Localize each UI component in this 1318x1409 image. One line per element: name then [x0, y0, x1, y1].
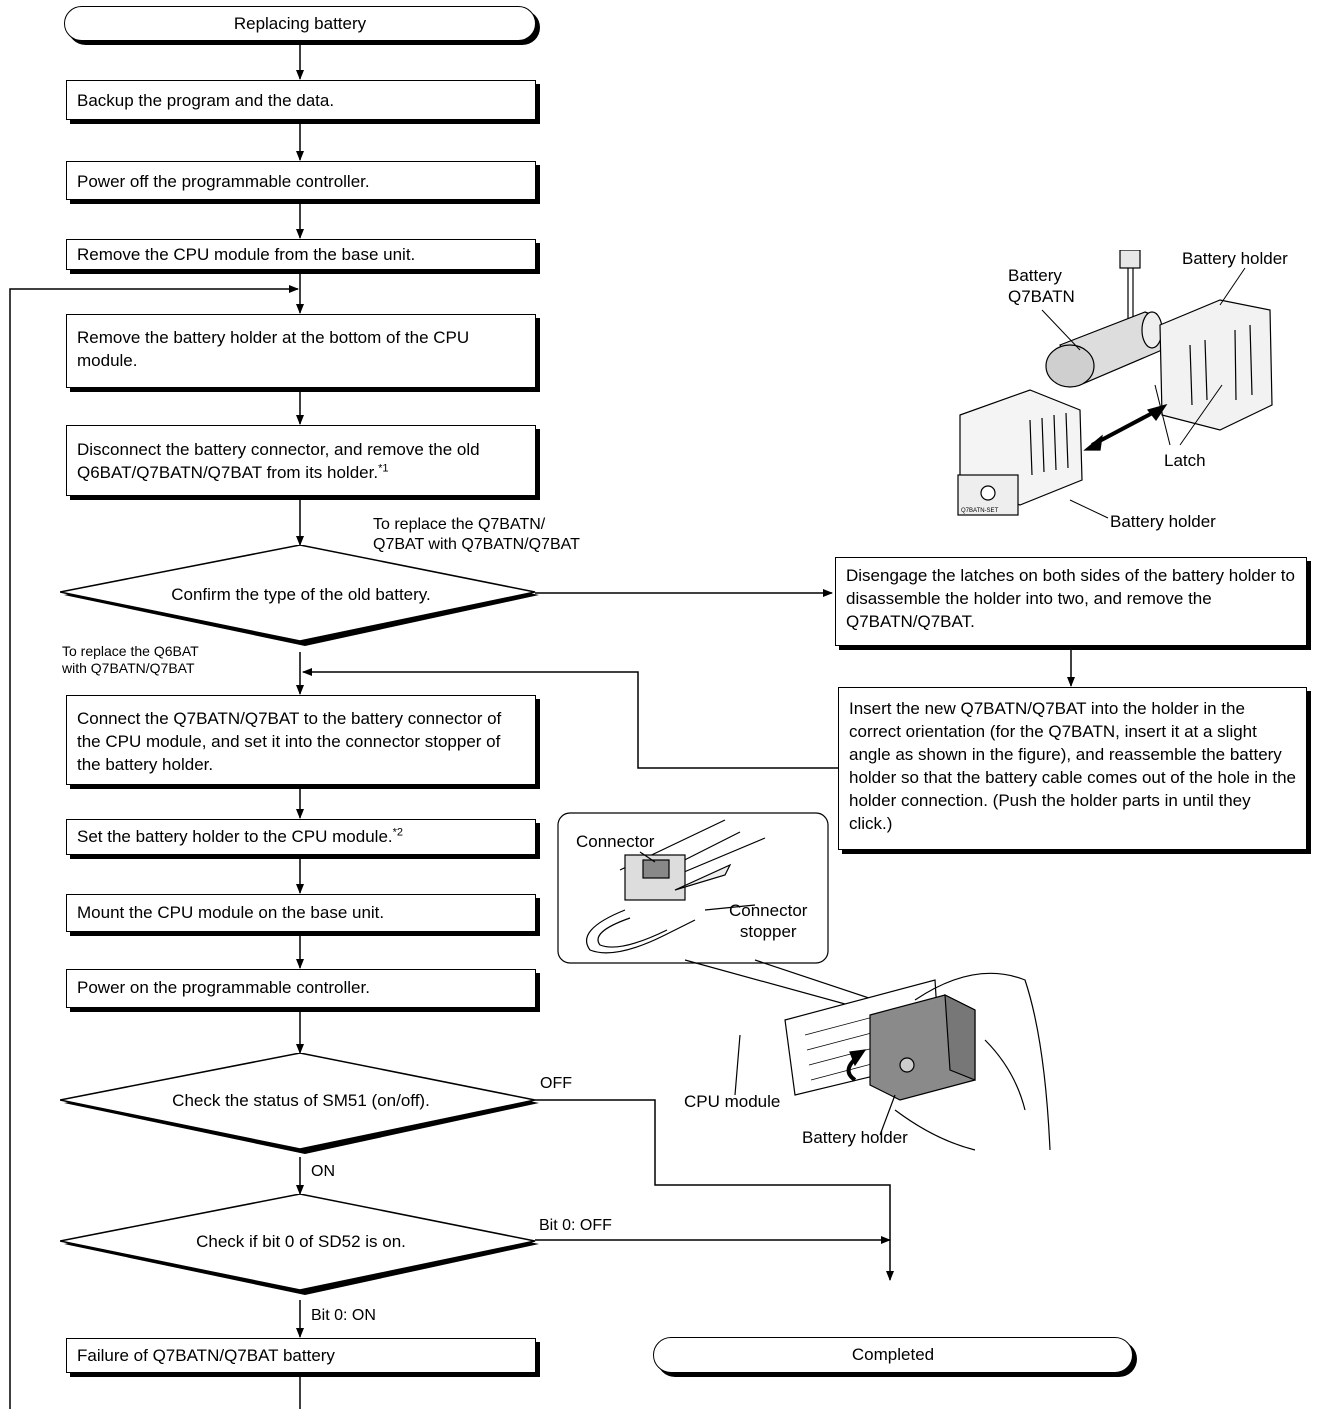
- step-disengage-text: Disengage the latches on both sides of t…: [846, 566, 1295, 631]
- battery-holder-illustration: Q7BATN-SET: [957, 250, 1273, 519]
- end-terminal: Completed: [653, 1337, 1133, 1373]
- step-set-holder-text: Set the battery holder to the CPU module…: [77, 827, 393, 846]
- figure-label-stopper: Connector stopper: [729, 900, 807, 942]
- figure-label-battery: Battery Q7BATN: [1008, 265, 1075, 307]
- step-set-holder: Set the battery holder to the CPU module…: [66, 819, 536, 855]
- step-power-on: Power on the programmable controller.: [66, 969, 536, 1008]
- branch-label-q6-line1: To replace the Q6BAT: [62, 643, 199, 659]
- label-bit-on: Bit 0: ON: [311, 1307, 376, 1324]
- step-power-off: Power off the programmable controller.: [66, 161, 536, 200]
- step-connect: Connect the Q7BATN/Q7BAT to the battery …: [66, 695, 536, 785]
- decision-sm51: [60, 1053, 539, 1154]
- step-mount: Mount the CPU module on the base unit.: [66, 894, 536, 932]
- step-backup: Backup the program and the data.: [66, 80, 536, 120]
- step-mount-text: Mount the CPU module on the base unit.: [77, 903, 385, 922]
- branch-label-q7: To replace the Q7BATN/ Q7BAT with Q7BATN…: [373, 515, 580, 555]
- step-backup-text: Backup the program and the data.: [77, 91, 335, 110]
- step-power-off-text: Power off the programmable controller.: [77, 172, 370, 191]
- figure-label-stopper-line1: Connector: [729, 901, 808, 920]
- step-disconnect: Disconnect the battery connector, and re…: [66, 425, 536, 496]
- step-remove-cpu: Remove the CPU module from the base unit…: [66, 239, 536, 270]
- figure-label-stopper-line2: stopper: [739, 922, 797, 941]
- step-failure: Failure of Q7BATN/Q7BAT battery: [66, 1338, 536, 1373]
- figure-label-holder-top: Battery holder: [1182, 249, 1288, 268]
- branch-label-q6: To replace the Q6BAT with Q7BATN/Q7BAT: [62, 643, 199, 677]
- decision-sd52: [60, 1194, 539, 1295]
- label-off: OFF: [540, 1075, 572, 1092]
- branch-label-q7-line2: Q7BAT with Q7BATN/Q7BAT: [373, 536, 580, 553]
- figure-label-latch: Latch: [1164, 451, 1206, 470]
- figure-label-holder-bottom: Battery holder: [1110, 512, 1216, 531]
- figure-label-battery-line2: Q7BATN: [1008, 287, 1075, 306]
- step-insert: Insert the new Q7BATN/Q7BAT into the hol…: [838, 687, 1307, 850]
- part-mark-text: Q7BATN-SET: [961, 508, 999, 514]
- step-remove-cpu-text: Remove the CPU module from the base unit…: [77, 245, 416, 264]
- step-power-on-text: Power on the programmable controller.: [77, 978, 370, 997]
- label-on: ON: [311, 1163, 335, 1180]
- end-label: Completed: [851, 1345, 935, 1364]
- branch-label-q6-line2: with Q7BATN/Q7BAT: [62, 660, 195, 676]
- figure-label-holder-hand: Battery holder: [802, 1128, 908, 1147]
- note-ref-2: *2: [392, 826, 404, 839]
- decision-sm51-text: Check the status of SM51 (on/off).: [172, 1091, 430, 1110]
- figure-label-connector: Connector: [576, 832, 655, 851]
- note-ref-1: *1: [378, 462, 389, 475]
- decision-battery-type-text: Confirm the type of the old battery.: [171, 585, 431, 604]
- figure-label-cpu-module: CPU module: [684, 1092, 781, 1111]
- step-failure-text: Failure of Q7BATN/Q7BAT battery: [77, 1346, 335, 1365]
- step-insert-text: Insert the new Q7BATN/Q7BAT into the hol…: [849, 699, 1297, 833]
- decision-battery-type: [60, 545, 539, 646]
- step-connect-text: Connect the Q7BATN/Q7BAT to the battery …: [77, 709, 502, 774]
- figure-label-battery-line1: Battery: [1008, 266, 1062, 285]
- connector-illustration: [557, 812, 1051, 1151]
- step-disengage: Disengage the latches on both sides of t…: [835, 557, 1307, 646]
- start-label: Replacing battery: [233, 14, 367, 33]
- step-remove-holder-text: Remove the battery holder at the bottom …: [77, 328, 470, 370]
- step-remove-holder: Remove the battery holder at the bottom …: [66, 314, 536, 388]
- label-bit-off: Bit 0: OFF: [539, 1217, 612, 1234]
- branch-label-q7-line1: To replace the Q7BATN/: [373, 516, 546, 533]
- decision-sd52-text: Check if bit 0 of SD52 is on.: [196, 1232, 406, 1251]
- step-disconnect-text: Disconnect the battery connector, and re…: [77, 440, 480, 482]
- start-terminal: Replacing battery: [64, 6, 536, 41]
